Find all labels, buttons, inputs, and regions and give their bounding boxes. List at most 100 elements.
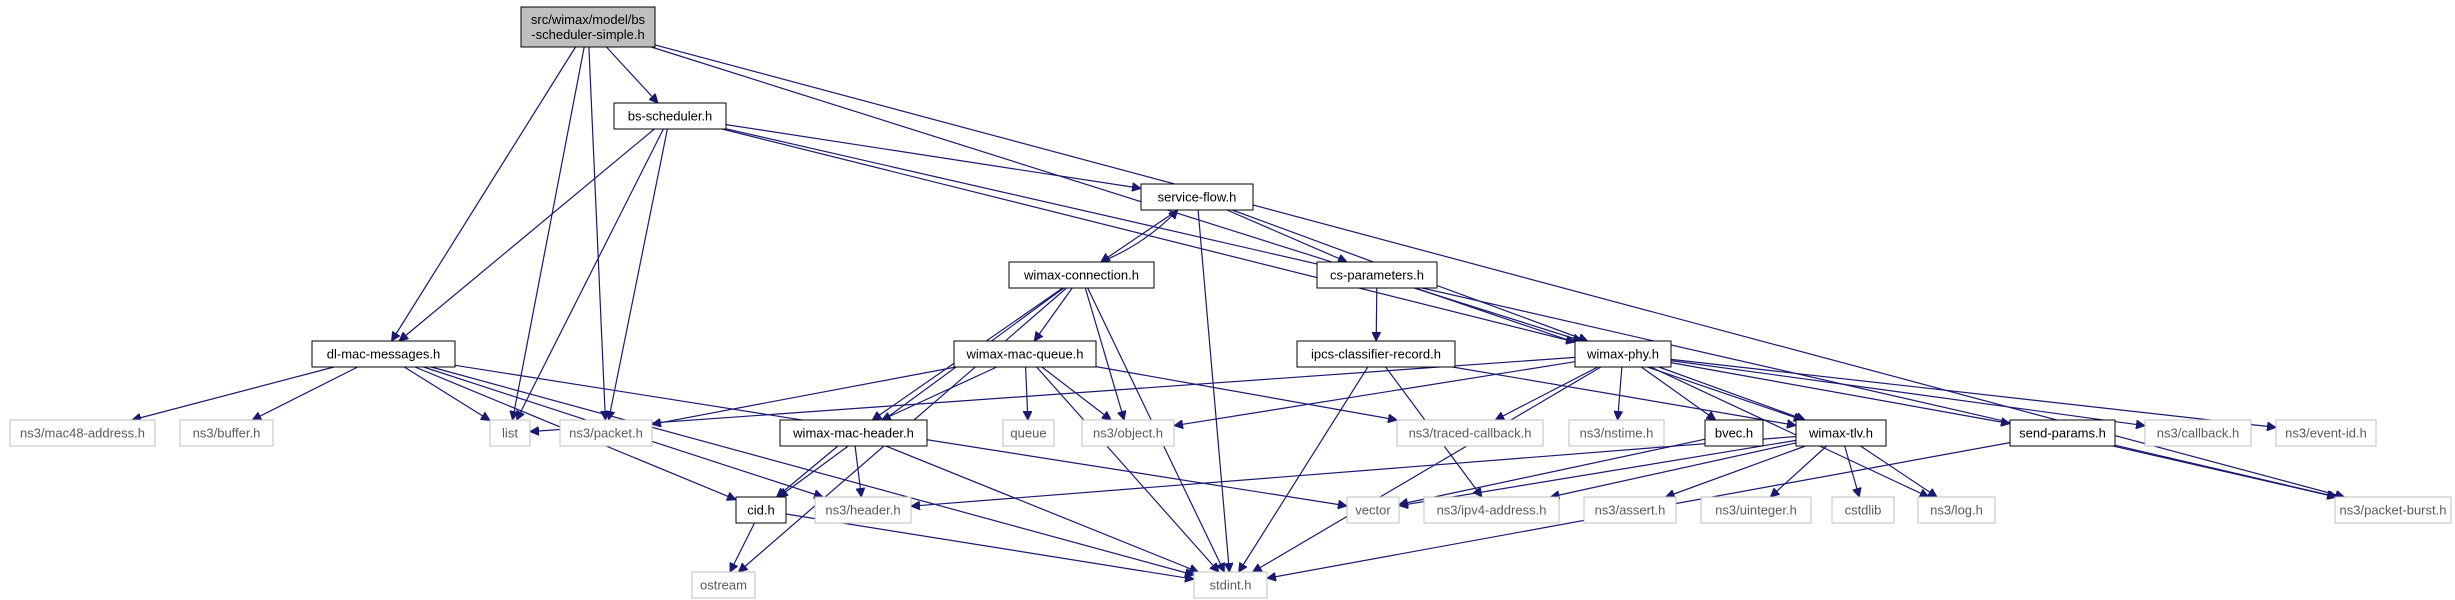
edge-root-to-packet (588, 46, 606, 420)
node-box (1296, 340, 1456, 368)
edge-bsscheduler-to-dlmac (399, 128, 655, 341)
edge-wimaxphy-to-bvec (1640, 366, 1715, 420)
edge-wimaxphy-to-list (530, 356, 1576, 431)
edge-bsscheduler-to-serviceflow (725, 124, 1141, 189)
node-queue: queue (1002, 419, 1055, 447)
node-service-flow-h[interactable]: service-flow.h (1140, 183, 1254, 211)
node-wimax-phy-h[interactable]: wimax-phy.h (1574, 340, 1672, 368)
edge-tlv-to-log (1860, 445, 1938, 497)
node-label: ns3/nstime.h (1580, 426, 1654, 441)
node-box (613, 102, 727, 130)
node-box (2334, 496, 2452, 524)
node-box (735, 496, 787, 524)
edge-wimaxphy-to-sendparams (1670, 362, 2010, 424)
node-label: wimax-mac-queue.h (965, 347, 1083, 362)
edge-cid-to-stdint (785, 513, 1194, 579)
node-box (953, 340, 1097, 368)
node-send-params-h[interactable]: send-params.h (2009, 419, 2116, 447)
node-bs-scheduler-h[interactable]: bs-scheduler.h (613, 102, 727, 130)
node-box (691, 571, 756, 599)
node-wimax-mac-queue-h[interactable]: wimax-mac-queue.h (953, 340, 1097, 368)
node-label: ns3/callback.h (2157, 426, 2239, 441)
edge-serviceflow-to-stdint (1197, 209, 1229, 572)
node-ns3-packet-burst-h: ns3/packet-burst.h (2334, 496, 2452, 524)
node-label: ipcs-classifier-record.h (1311, 347, 1441, 362)
node-cid-h[interactable]: cid.h (735, 496, 787, 524)
node-box (1568, 419, 1665, 447)
node-label: cs-parameters.h (1330, 268, 1424, 283)
node-label: bs-scheduler.h (628, 109, 713, 124)
node-box (779, 419, 928, 447)
node-ns3-object-h: ns3/object.h (1081, 419, 1175, 447)
node-label: ns3/object.h (1093, 426, 1163, 441)
edge-dlmac-to-mac48 (132, 366, 335, 420)
node-dl-mac-messages-h[interactable]: dl-mac-messages.h (311, 340, 456, 368)
node-src-wimax-model-bs-scheduler-simple-h[interactable]: src/wimax/model/bs-scheduler-simple.h (520, 6, 656, 48)
edge-bsscheduler-to-list (516, 128, 664, 420)
node-box (559, 419, 653, 447)
node-label: bvec.h (1715, 426, 1753, 441)
edge-ipcs-to-stdint (1239, 366, 1369, 572)
node-box (1140, 183, 1254, 211)
node-wimax-tlv-h[interactable]: wimax-tlv.h (1795, 419, 1887, 447)
node-bvec-h[interactable]: bvec.h (1704, 419, 1764, 447)
node-label: list (502, 426, 518, 441)
node-label: ns3/mac48-address.h (20, 426, 145, 441)
edge-bvec-to-vector (1399, 438, 1706, 504)
node-ipcs-classifier-record-h[interactable]: ipcs-classifier-record.h (1296, 340, 1456, 368)
edge-macqueue-to-packet (652, 366, 957, 424)
edge-wimaxphy-to-eventid (1670, 358, 2276, 427)
edge-dlmac-to-stdint (431, 366, 1194, 575)
node-box (1002, 419, 1055, 447)
edge-wimaxconn-to-serviceflow (1100, 210, 1178, 263)
edge-cid-to-ostream (729, 522, 756, 572)
node-box (1008, 261, 1155, 289)
edge-tlv-to-uinteger (1770, 445, 1828, 497)
node-label: stdint.h (1210, 578, 1252, 593)
node-stdint-h: stdint.h (1193, 571, 1268, 599)
node-ostream: ostream (691, 571, 756, 599)
edge-bsscheduler-to-packet (609, 128, 668, 420)
node-cs-parameters-h[interactable]: cs-parameters.h (1316, 261, 1438, 289)
node-label: ns3/log.h (1930, 503, 1983, 518)
node-box (1081, 419, 1175, 447)
node-label: ns3/event-id.h (2285, 426, 2367, 441)
node-ns3-traced-callback-h: ns3/traced-callback.h (1396, 419, 1544, 447)
node-wimax-connection-h[interactable]: wimax-connection.h (1008, 261, 1155, 289)
node-cstdlib: cstdlib (1831, 496, 1895, 524)
edge-macqueue-to-queue (1026, 366, 1028, 420)
node-label: ns3/buffer.h (193, 426, 261, 441)
node-label: wimax-mac-header.h (792, 426, 914, 441)
node-box (1423, 496, 1560, 524)
edge-wimaxphy-to-log (1650, 366, 1929, 497)
node-box (489, 419, 531, 447)
node-label: cid.h (747, 503, 774, 518)
node-label: ostream (700, 578, 747, 593)
node-label: ns3/header.h (825, 503, 900, 518)
edge-macheader-to-cid (777, 445, 839, 497)
edge-macqueue-to-macheader (882, 366, 998, 420)
node-ns3-log-h: ns3/log.h (1917, 496, 1996, 524)
node-ns3-header-h: ns3/header.h (814, 496, 912, 524)
node-label: dl-mac-messages.h (327, 347, 440, 362)
edge-root-to-bsscheduler (605, 46, 658, 103)
edge-tlv-to-assert (1666, 445, 1806, 497)
node-ns3-assert-h: ns3/assert.h (1583, 496, 1677, 524)
edge-sendparams-to-packetburst (2114, 444, 2337, 497)
node-ns3-mac48-address-h: ns3/mac48-address.h (9, 419, 156, 447)
edge-macheader-to-stdint (885, 445, 1199, 572)
edge-macqueue-to-object (1041, 366, 1111, 420)
edge-serviceflow-to-wimaxconn (1101, 209, 1179, 262)
node-label: ns3/packet.h (569, 426, 643, 441)
edge-wimaxphy-to-object (1174, 361, 1576, 426)
node-box (1583, 496, 1677, 524)
node-box (1700, 496, 1812, 524)
node-box (1574, 340, 1672, 368)
node-vector: vector (1346, 496, 1400, 524)
node-label: src/wimax/model/bs (531, 12, 646, 27)
edge-wimaxphy-to-callback (1670, 360, 2145, 426)
node-list: list (489, 419, 531, 447)
node-ns3-packet-h: ns3/packet.h (559, 419, 653, 447)
edge-root-to-dlmac (392, 46, 577, 341)
node-wimax-mac-header-h[interactable]: wimax-mac-header.h (779, 419, 928, 447)
